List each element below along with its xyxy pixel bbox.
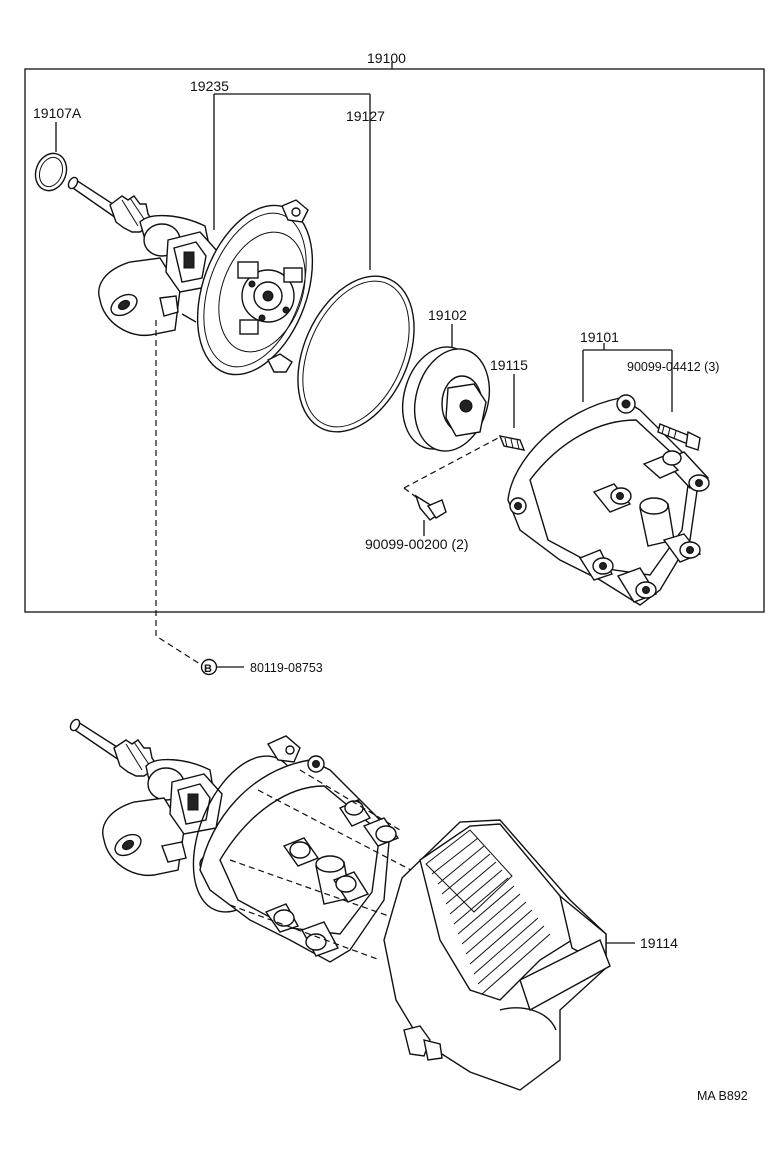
rotor-19102 xyxy=(402,346,490,452)
o-ring-19107A xyxy=(34,152,68,192)
bolt-marker-circle xyxy=(200,658,218,676)
label-19127: 19127 xyxy=(346,108,385,124)
label-19107A: 19107A xyxy=(33,105,82,121)
label-19101: 19101 xyxy=(580,329,619,345)
distributor-cap-19101 xyxy=(507,394,710,606)
distributor-cover-19114 xyxy=(383,819,611,1091)
bolt-marker-letter: B xyxy=(204,663,212,675)
label-90099-00200: 90099-00200 (2) xyxy=(365,536,469,552)
carbon-brush-19115 xyxy=(498,435,526,451)
distributor-housing-19235 xyxy=(67,176,314,376)
assembly-frame xyxy=(24,68,765,613)
label-19100: 19100 xyxy=(367,50,406,66)
label-80119-08753: 80119-08753 xyxy=(250,661,323,675)
label-19102: 19102 xyxy=(428,307,467,323)
assembled-distributor xyxy=(69,718,431,963)
label-19115: 19115 xyxy=(490,357,528,373)
label-19114: 19114 xyxy=(640,935,678,951)
screw-90099-00200 xyxy=(414,494,447,521)
footer-code: MA B892 xyxy=(697,1089,748,1103)
label-19235: 19235 xyxy=(190,78,229,94)
label-90099-04412: 90099-04412 (3) xyxy=(627,360,719,374)
screw-90099-04412 xyxy=(657,423,701,451)
o-ring-19127 xyxy=(297,275,415,433)
